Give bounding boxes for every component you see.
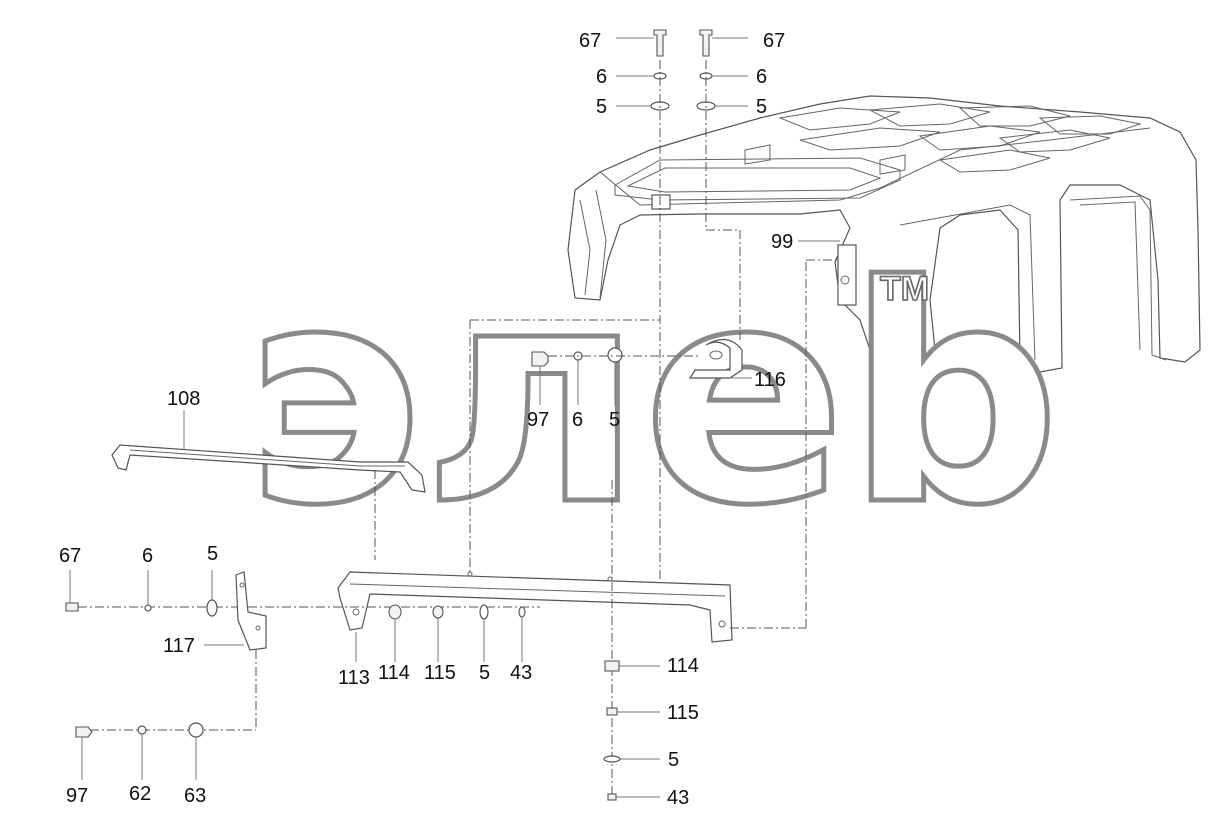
washer-5 [603,755,621,763]
strip-108 [111,444,426,560]
bolt-67 [699,29,713,57]
watermark-logo: элeb [245,222,1061,571]
bushing-114 [388,604,402,620]
nut-115 [432,605,444,619]
callout-5-top-left: 5 [596,96,607,118]
callout-115-row: 115 [424,662,456,684]
bolt-67 [653,29,667,57]
nut-62 [137,725,147,735]
callout-114-row: 114 [378,662,410,684]
callout-labels: 67 67 6 6 5 5 99 116 97 6 5 108 67 6 5 1… [59,30,793,809]
callout-5-top-right: 5 [756,96,767,118]
callout-43-row: 43 [510,662,532,684]
callout-113: 113 [338,667,370,689]
callout-117: 117 [163,635,195,657]
callout-5-row: 5 [479,662,490,684]
callout-114-stack: 114 [667,655,699,677]
callout-5-left: 5 [207,543,218,565]
washer-63 [188,722,204,738]
crossbar-113 [337,259,840,800]
bracket-117 [90,571,267,731]
trademark-symbol: TM [880,270,929,308]
top-left-fastener-stack [650,29,670,600]
vertical-fastener-stack [603,660,621,801]
callout-97-mid: 97 [527,409,549,431]
bushing-114 [604,660,620,672]
top-right-fastener-stack [696,29,741,340]
leader-lines [69,37,840,798]
callout-5-stack: 5 [668,749,679,771]
nut-6 [144,604,152,612]
washer-5 [479,604,489,620]
watermark: элeb TM [243,220,1064,574]
callout-67-top-right: 67 [763,30,785,52]
callout-6-mid: 6 [572,409,583,431]
callout-63: 63 [184,785,206,807]
callout-6-left: 6 [142,545,153,567]
nut-43 [518,606,526,618]
bracket-116 [688,339,743,379]
callout-5-mid: 5 [609,409,620,431]
callout-67-left: 67 [59,545,81,567]
washer-5 [206,599,218,617]
bolt-97 [75,726,93,738]
callout-116: 116 [754,369,786,391]
callout-67-top-left: 67 [579,30,601,52]
callout-115-stack: 115 [667,702,699,724]
nut-43 [607,793,617,801]
nut-115 [606,707,618,716]
callout-6-top-right: 6 [756,66,767,88]
washer-5 [607,347,623,363]
callout-97-bottom: 97 [66,785,88,807]
mid-fastener-row [531,339,743,379]
cab-roof-assembly [567,95,1201,373]
callout-43-stack: 43 [667,787,689,809]
bolt-67 [65,602,79,612]
callout-108: 108 [167,388,200,410]
callout-62: 62 [129,783,151,805]
bolt-97 [531,351,549,367]
callout-99: 99 [771,231,793,253]
lower-fastener-row [65,599,540,620]
callout-6-top-left: 6 [596,66,607,88]
